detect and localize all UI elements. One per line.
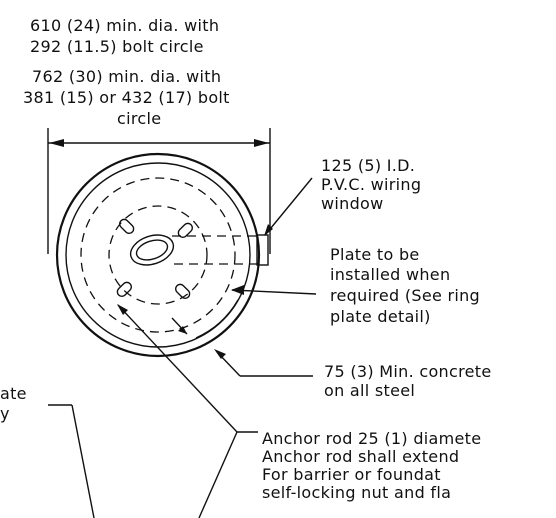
dimension-arrow-right xyxy=(254,139,269,147)
ring-plate-arc xyxy=(195,299,239,339)
note-plate-line3: required (See ring xyxy=(330,286,480,305)
note-small-bolt-circle-line1: 610 (24) min. dia. with xyxy=(30,16,219,35)
diameter-dimension xyxy=(47,128,271,254)
note-wiring-window-line1: 125 (5) I.D. xyxy=(321,156,415,175)
note-wiring-window-line2: P.V.C. wiring xyxy=(321,175,421,194)
note-anchor-line3: For barrier or foundat xyxy=(262,465,441,484)
note-plate-line4: plate detail) xyxy=(330,307,431,326)
note-concrete-line1: 75 (3) Min. concrete xyxy=(324,362,491,381)
note-concrete-line2: on all steel xyxy=(324,381,415,400)
note-plate-line1: Plate to be xyxy=(330,245,420,264)
leader-anchor-rod xyxy=(117,304,258,518)
anchor-slot-sw xyxy=(116,281,133,298)
note-small-bolt-circle-line2: 292 (11.5) bolt circle xyxy=(30,37,204,56)
note-anchor-line1: Anchor rod 25 (1) diamete xyxy=(262,429,481,448)
note-anchor-line4: self-locking nut and fla xyxy=(262,483,451,502)
anchor-rod-slots xyxy=(116,218,194,300)
leader-concrete xyxy=(214,349,313,377)
anchor-slot-se xyxy=(174,283,191,300)
wiring-window-oval xyxy=(129,234,175,266)
wiring-conduit xyxy=(172,234,269,266)
dimension-arrow-left xyxy=(49,139,64,147)
leader-wiring-window xyxy=(264,177,313,236)
conduit-stub xyxy=(256,234,269,266)
note-plate-line2: installed when xyxy=(330,265,450,284)
leader-left-cut xyxy=(48,404,95,518)
foundation-outline xyxy=(55,152,261,358)
leader-plate xyxy=(231,285,317,295)
note-anchor-line2: Anchor rod shall extend xyxy=(262,447,459,466)
outer-circle xyxy=(55,152,261,358)
cover-dimension xyxy=(171,317,188,335)
bolt-circle-outer-dashed xyxy=(80,177,236,333)
note-large-bolt-circle-line1: 762 (30) min. dia. with xyxy=(32,67,221,86)
note-wiring-window-line3: window xyxy=(321,194,384,213)
note-large-bolt-circle-line3: circle xyxy=(117,109,161,128)
note-large-bolt-circle-line2: 381 (15) or 432 (17) bolt xyxy=(23,88,230,107)
anchor-slot-nw xyxy=(118,218,135,235)
note-left-cut-line1: ate xyxy=(0,384,27,403)
note-left-cut-line2: y xyxy=(0,404,10,423)
anchor-slot-ne xyxy=(177,222,194,239)
bolt-circle-inner-dashed xyxy=(108,205,208,305)
